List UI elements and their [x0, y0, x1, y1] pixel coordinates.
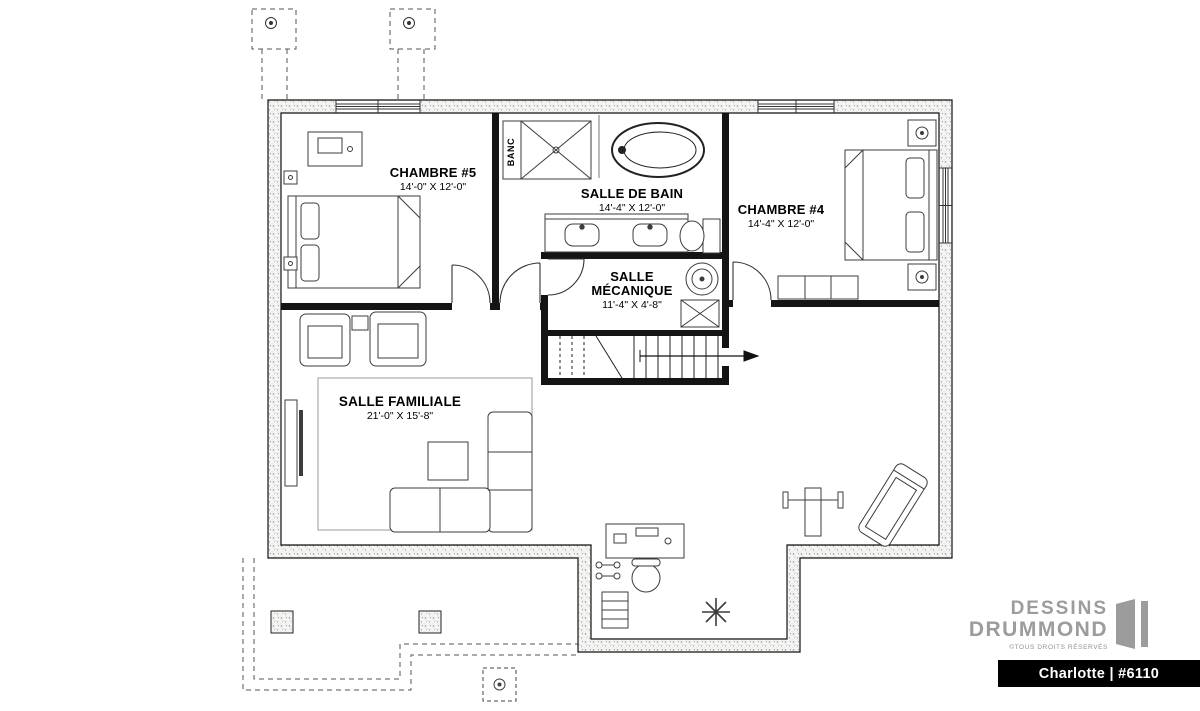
- exercise-mat-icon: [601, 591, 629, 629]
- vanity-icon: [544, 213, 689, 253]
- room-name-salle-mecanique-line2: MÉCANIQUE: [591, 283, 673, 298]
- armchair-icon-1: [299, 313, 351, 367]
- brand-block: DESSINS DRUMMOND ©TOUS DROITS RÉSERVÉS C…: [955, 597, 1200, 697]
- weight-bench-icon: [782, 487, 844, 537]
- room-label-salle-mecanique: SALLE MÉCANIQUE 11'-4" X 4'-8": [567, 269, 697, 312]
- drummond-door-icon: [1116, 599, 1148, 649]
- upper-level-post-outlines: [251, 8, 436, 100]
- room-name-salle-mecanique-line1: SALLE: [610, 269, 654, 284]
- room-name-salle-de-bain: SALLE DE BAIN: [580, 186, 684, 201]
- pier-footing-icon: [482, 667, 517, 702]
- rights-notice: ©TOUS DROITS RÉSERVÉS: [1009, 644, 1108, 651]
- room-dims-salle-mecanique: 11'-4" X 4'-8": [602, 299, 662, 311]
- treadmill-icon: [858, 463, 928, 547]
- room-label-salle-familiale: SALLE FAMILIALE 21'-0" X 15'-8": [318, 394, 482, 423]
- interior-walls: [281, 113, 939, 385]
- porch-posts: [270, 610, 442, 634]
- porch-outline: [242, 558, 578, 691]
- toilet-icon: [679, 218, 721, 254]
- sectional-sofa-icon: [389, 411, 533, 533]
- door-swings: [451, 258, 772, 304]
- brand-line1: DESSINS: [1010, 598, 1108, 619]
- room-label-salle-de-bain: SALLE DE BAIN 14'-4" X 12'-0": [562, 186, 702, 215]
- furnace-icon: [680, 299, 720, 328]
- stair-direction-arrow: [639, 350, 760, 362]
- room-name-salle-familiale: SALLE FAMILIALE: [338, 394, 462, 409]
- room-dims-salle-familiale: 21'-0" X 15'-8": [366, 410, 434, 422]
- plant-icon: [702, 598, 730, 626]
- side-table-icon: [351, 315, 369, 331]
- bed-icon-chambre4: [844, 149, 938, 261]
- windows: [335, 100, 952, 244]
- shower-bench-label: BANC: [506, 137, 516, 167]
- desk-icon: [605, 523, 685, 559]
- armchair-icon-2: [369, 311, 427, 367]
- room-label-chambre4: CHAMBRE #4 14'-4" X 12'-0": [718, 202, 844, 231]
- room-dims-chambre4: 14'-4" X 12'-0": [747, 218, 815, 230]
- wall-outlet-icons-chambre5: [283, 170, 298, 271]
- bed-icon-chambre5: [287, 195, 421, 289]
- plan-title: Charlotte | #6110: [1038, 665, 1160, 682]
- exterior-walls: [267, 99, 953, 653]
- office-chair-icon: [631, 558, 661, 593]
- plan-title-bar: Charlotte | #6110: [998, 660, 1200, 687]
- room-dims-salle-de-bain: 14'-4" X 12'-0": [598, 202, 666, 214]
- shower-icon: [502, 120, 592, 180]
- ottoman-icon: [427, 441, 469, 481]
- dresser-icon-chambre5: [307, 131, 363, 167]
- nightstand-icons-chambre4: [907, 119, 937, 291]
- post-anchor-icons: [265, 17, 415, 29]
- stairs: [559, 335, 719, 379]
- brand-wordmark: DESSINS DRUMMOND ©TOUS DROITS RÉSERVÉS: [968, 598, 1108, 652]
- dresser-icon-chambre4: [777, 275, 859, 300]
- room-label-chambre5: CHAMBRE #5 14'-0" X 12'-0": [368, 165, 498, 194]
- brand-line2: DRUMMOND: [968, 618, 1108, 641]
- room-dims-chambre5: 14'-0" X 12'-0": [399, 181, 467, 193]
- bathtub-icon: [611, 122, 705, 178]
- room-name-chambre5: CHAMBRE #5: [389, 165, 477, 180]
- room-name-chambre4: CHAMBRE #4: [737, 202, 825, 217]
- tv-console-icon: [284, 399, 303, 487]
- dumbbells-icon: [595, 561, 621, 580]
- water-heater-icon: [685, 262, 719, 296]
